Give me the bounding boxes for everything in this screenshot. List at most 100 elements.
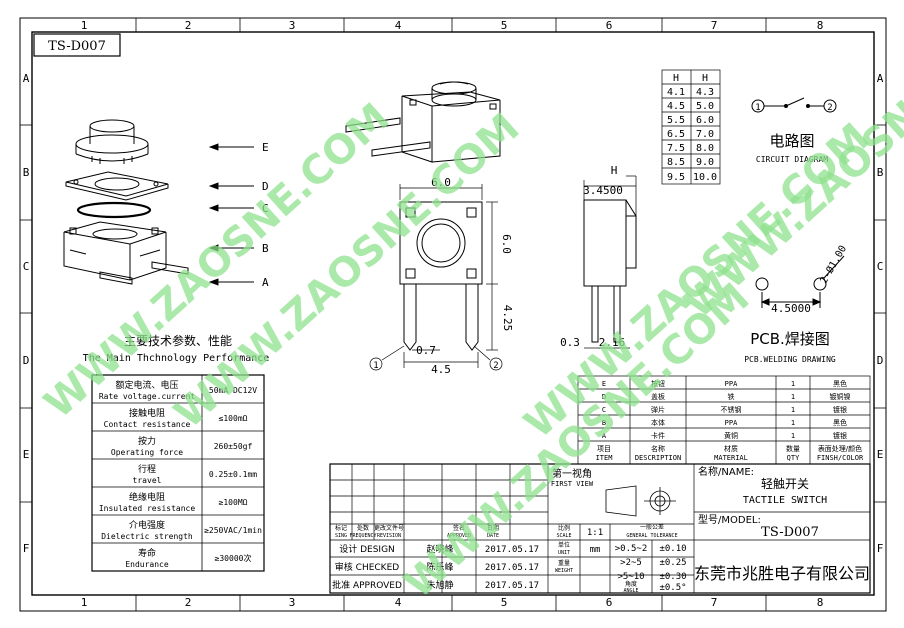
- param-label-cn: 按力: [138, 435, 156, 447]
- front-view: [399, 201, 483, 351]
- param-label-en: Insulated resistance: [99, 504, 196, 513]
- product-name-en: TACTILE SWITCH: [743, 495, 827, 506]
- tolerance-label-cn: 一般公差: [640, 523, 664, 531]
- sign-name: 陈乐峰: [426, 561, 453, 573]
- bom-item: A: [602, 432, 607, 440]
- border-row-labels-right: A B C D E F: [877, 72, 884, 555]
- param-label-en: travel: [133, 476, 162, 485]
- param-value: 50mA DC12V: [209, 386, 257, 395]
- part-label-b: B: [262, 242, 269, 255]
- col-label: 1: [81, 596, 88, 609]
- sign-name: 朱旭静: [426, 579, 453, 591]
- row-label: A: [23, 72, 30, 85]
- bom-color: 镀银: [833, 431, 847, 440]
- col-label: 5: [501, 596, 508, 609]
- h-table-cell: 7.0: [696, 129, 714, 140]
- col-label: 1: [81, 19, 88, 32]
- bom-material: PPA: [725, 380, 738, 388]
- side-view-dim-labels: H 3.4500 0.3 2.16: [560, 164, 625, 349]
- col-label: 7: [711, 596, 718, 609]
- exploded-arrows: [208, 143, 254, 286]
- bom-header-cn: 项目: [597, 445, 611, 453]
- col-label: 5: [501, 19, 508, 32]
- row-label: E: [877, 448, 884, 461]
- part-label-c: C: [262, 202, 269, 215]
- row-label: B: [23, 166, 30, 179]
- rev-header-en: FREQUENCY: [349, 533, 376, 539]
- h-table-cell: 7.5: [667, 143, 685, 154]
- param-label-en: Rate voltage.current: [99, 392, 196, 401]
- circuit-diagram: [751, 97, 837, 113]
- h-table-cell: 4.1: [667, 87, 685, 98]
- bom-material: PPA: [725, 419, 738, 427]
- border-column-labels-top: 1 2 3 4 5 6 7 8: [81, 19, 824, 32]
- title-block-text: 第一视角 FIRST VIEW 标记 SING 处数 FREQUENCY 更改文…: [332, 467, 686, 594]
- isometric-switch: [345, 81, 501, 163]
- circuit-subtitle: CIRCUIT DIAGRAM: [756, 155, 828, 164]
- product-name-cn: 轻触开关: [761, 477, 809, 491]
- part-a-pins: [99, 261, 189, 285]
- front-view-dim-labels: 6.0 6.0 4.25 4.5 0.7 1 2: [373, 176, 514, 376]
- tol-value: ±0.25: [659, 558, 686, 568]
- scale-label-en: SCALE: [556, 533, 571, 539]
- h-table-header: H: [702, 73, 708, 84]
- tol-range: >5~10: [617, 572, 644, 582]
- circuit-pin-1: 1: [755, 103, 760, 113]
- part-label-e: E: [262, 141, 269, 154]
- rev-header-cn: 更改文件号: [374, 524, 404, 532]
- col-label: 8: [817, 596, 824, 609]
- bom-name: 盖板: [651, 392, 665, 401]
- col-label: 6: [606, 596, 613, 609]
- h-table-cell: 6.5: [667, 129, 685, 140]
- h-table-header: H: [673, 73, 679, 84]
- col-label: 2: [185, 19, 192, 32]
- param-value: 260±50gf: [214, 442, 253, 451]
- h-table-cell: 9.0: [696, 157, 714, 168]
- part-b-body: [63, 221, 167, 281]
- bom-material: 不锈钢: [721, 405, 742, 414]
- pcb-drawing: [755, 255, 845, 308]
- unit-value: mm: [590, 545, 601, 555]
- sheet-frame: [19, 17, 887, 612]
- side-view-dims: [583, 175, 637, 349]
- title-block-grid: [329, 463, 871, 594]
- param-label-cn: 介电强度: [129, 519, 165, 531]
- sign-date: 2017.05.17: [485, 581, 539, 591]
- bom-qty: 1: [791, 432, 795, 440]
- bom-color: 镀铜镍: [830, 392, 851, 401]
- bom-color: 黑色: [833, 418, 847, 427]
- tol-range: >2~5: [620, 558, 642, 568]
- h-table-cell: 6.0: [696, 115, 714, 126]
- tech-params-table: [91, 374, 265, 572]
- col-label: 8: [817, 19, 824, 32]
- param-label-en: Contact resistance: [104, 420, 191, 429]
- param-label-en: Endurance: [125, 560, 169, 569]
- col-label: 4: [395, 19, 402, 32]
- bom-qty: 1: [791, 380, 795, 388]
- tol-value: ±0.30: [659, 572, 686, 582]
- rev-header-en: SING: [335, 533, 347, 539]
- bom-qty: 1: [791, 393, 795, 401]
- rev-header-en: DATE: [487, 533, 499, 539]
- part-d-cover: [65, 171, 169, 201]
- pcb-pitch-dim: 4.5000: [771, 302, 811, 315]
- pin-marker-1: 1: [373, 361, 378, 371]
- side-view: [583, 199, 637, 343]
- param-label-cn: 绝缘电阻: [129, 491, 165, 503]
- title-block-right: 名称/NAME: 轻触开关 TACTILE SWITCH 型号/MODEL: T…: [694, 465, 870, 583]
- row-label: E: [23, 448, 30, 461]
- front-view-dims: [369, 184, 503, 371]
- sign-date: 2017.05.17: [485, 563, 539, 573]
- bom-header-en: MATERIAL: [714, 454, 748, 462]
- tech-params-title-en: The Main Thchnology Performance: [83, 353, 270, 364]
- company-name: 东莞市兆胜电子有限公司: [694, 564, 870, 583]
- sign-role: 审核 CHECKED: [335, 561, 399, 573]
- sign-name: 赵晓峰: [426, 543, 453, 555]
- dim-side-width: 3.4500: [583, 184, 623, 197]
- sign-role: 设计 DESIGN: [339, 543, 395, 555]
- param-label-cn: 额定电流、电压: [115, 379, 178, 391]
- name-label: 名称/NAME:: [698, 465, 754, 478]
- param-value: ≥30000次: [215, 553, 252, 563]
- circuit-text: 1 2 电路图 CIRCUIT DIAGRAM: [755, 103, 832, 164]
